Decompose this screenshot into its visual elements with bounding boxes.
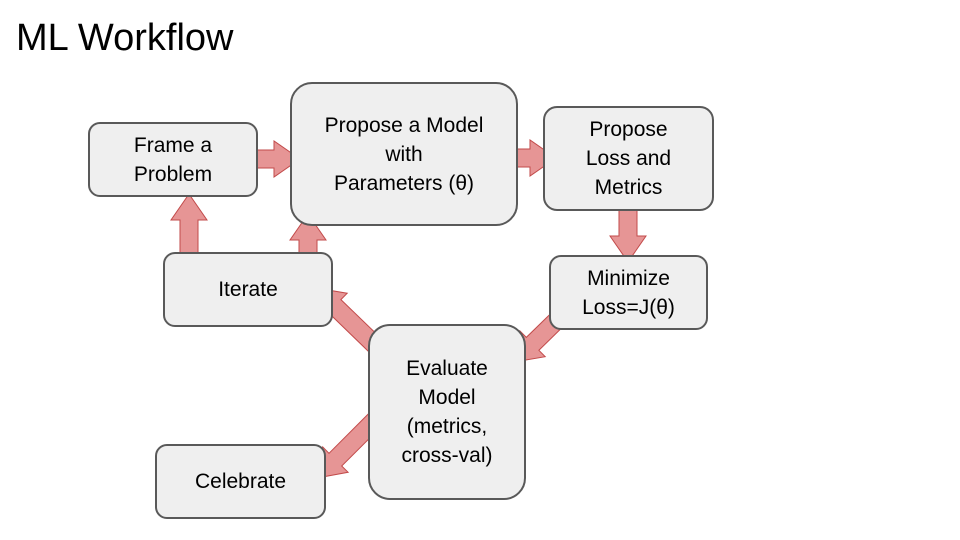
slide-title: ML Workflow (16, 17, 234, 59)
node-frame-problem: Frame a Problem (88, 122, 258, 197)
node-propose-model: Propose a Model with Parameters (θ) (290, 82, 518, 226)
node-celebrate: Celebrate (155, 444, 326, 519)
node-iterate: Iterate (163, 252, 333, 327)
node-minimize-loss: Minimize Loss=J(θ) (549, 255, 708, 330)
node-propose-loss: Propose Loss and Metrics (543, 106, 714, 211)
node-evaluate-model: Evaluate Model (metrics, cross-val) (368, 324, 526, 500)
